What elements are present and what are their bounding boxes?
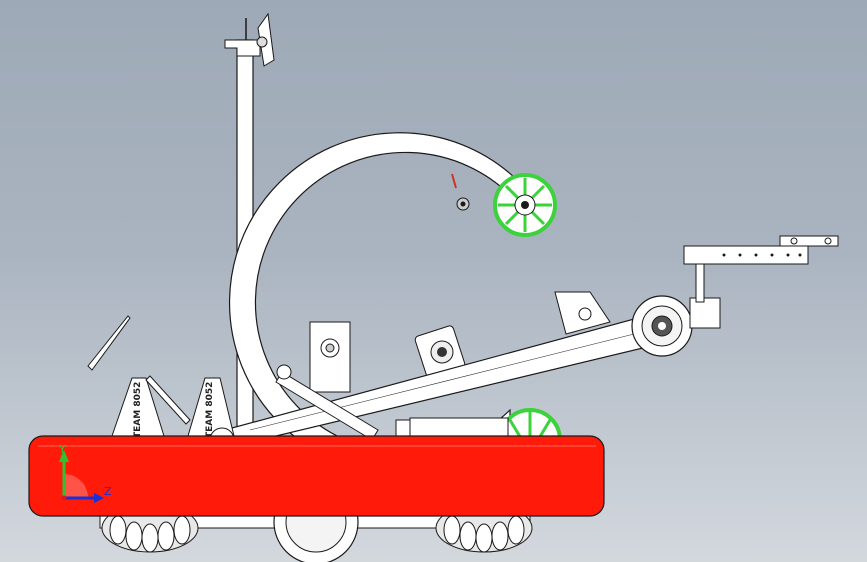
lift-bracket [554, 291, 611, 335]
camera-mount [256, 12, 275, 67]
pylon-label-left: TEAM 8052 [133, 382, 143, 438]
x-axis-dot [61, 495, 67, 501]
coordinate-triad: Y Z [58, 443, 112, 503]
red-bumper [28, 435, 605, 517]
gearbox-plate [309, 321, 351, 393]
spool-upper [493, 173, 557, 237]
pylon-label-right: TEAM 8052 [205, 382, 215, 438]
control-box [395, 417, 509, 441]
z-axis-label: Z [104, 485, 112, 498]
antenna-rod [87, 315, 191, 425]
gripper-arm [683, 235, 839, 329]
arm-end-gear [631, 295, 693, 357]
y-axis-label: Y [58, 443, 66, 456]
linear-actuator [275, 364, 379, 441]
motor-housing [414, 325, 466, 379]
